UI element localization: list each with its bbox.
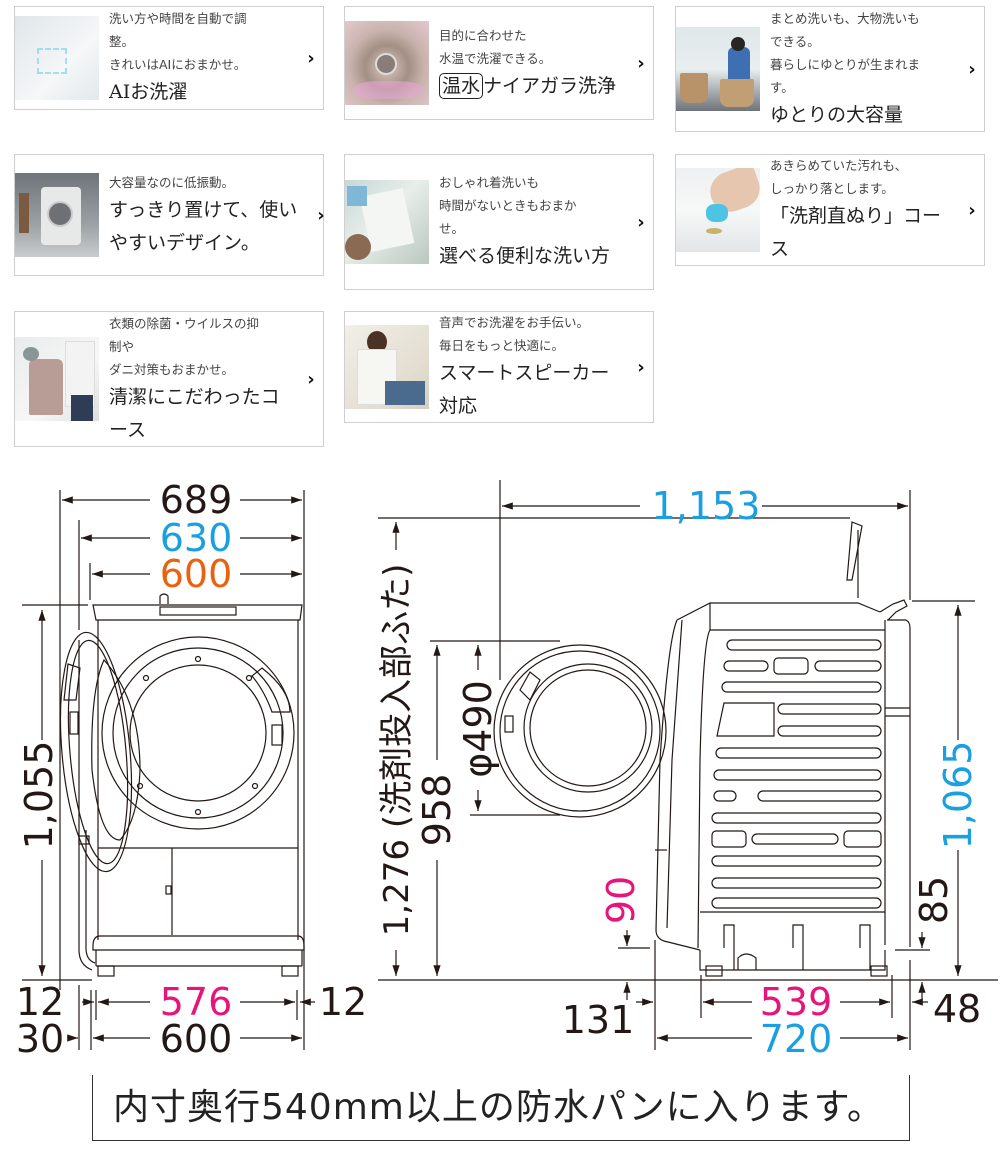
waterproof-pan-note: 内寸奥行540mm以上の防水パンに入ります。 bbox=[92, 1075, 910, 1141]
side-vents bbox=[711, 639, 882, 909]
feature-card-wash-modes[interactable]: おしゃれ着洗いも時間がないときもおまかせ。 選べる便利な洗い方 › bbox=[344, 154, 654, 290]
feature-card-niagara-wash[interactable]: 目的に合わせた水温で洗濯できる。 温水ナイアガラ洗浄 › bbox=[344, 6, 654, 120]
side-view-washer bbox=[378, 480, 998, 1050]
front-foot-left-label: 12 bbox=[16, 980, 64, 1024]
chevron-right-icon: › bbox=[968, 199, 976, 221]
front-width-total-label: 689 bbox=[160, 478, 233, 522]
front-width-inner-label: 600 bbox=[160, 552, 233, 596]
feature-title: 選べる便利な洗い方 bbox=[439, 245, 611, 267]
drum-image bbox=[345, 21, 429, 105]
feature-description: あきらめていた汚れも、しっかり落とします。 bbox=[770, 158, 908, 196]
feature-description: 洗い方や時間を自動で調整。きれいはAIにおまかせ。 bbox=[109, 11, 247, 72]
side-body-depth-label: 720 bbox=[760, 1017, 833, 1061]
feature-description: まとめ洗いも、大物洗いもできる。暮らしにゆとりが生まれます。 bbox=[770, 10, 921, 95]
chevron-right-icon: › bbox=[307, 368, 315, 390]
feature-title: スマートスピーカー対応 bbox=[439, 362, 610, 417]
ai-shirt-image bbox=[15, 16, 99, 100]
chevron-right-icon: › bbox=[637, 211, 645, 233]
feature-description: 目的に合わせた水温で洗濯できる。 bbox=[439, 27, 552, 66]
side-door-diameter-label: φ490 bbox=[456, 680, 500, 778]
side-height-body-label: 1,065 bbox=[936, 741, 980, 850]
feature-card-direct-detergent[interactable]: あきらめていた汚れも、しっかり落とします。 「洗剤直ぬり」コース › bbox=[675, 154, 985, 266]
feature-description: 衣類の除菌・ウイルスの抑制やダニ対策もおまかせ。 bbox=[109, 315, 260, 377]
coat-rack-image bbox=[15, 337, 99, 421]
chevron-right-icon: › bbox=[307, 47, 315, 69]
front-height-label: 1,055 bbox=[17, 741, 61, 850]
shirt-holding-image bbox=[345, 180, 429, 264]
feature-card-large-capacity[interactable]: まとめ洗いも、大物洗いもできる。暮らしにゆとりが生まれます。 ゆとりの大容量 › bbox=[675, 6, 985, 132]
side-rear-offset-label: 48 bbox=[933, 987, 981, 1031]
feature-title: 清潔にこだわったコース bbox=[109, 385, 280, 441]
feature-card-hygiene[interactable]: 衣類の除菌・ウイルスの抑制やダニ対策もおまかせ。 清潔にこだわったコース › bbox=[14, 311, 324, 447]
chevron-right-icon: › bbox=[968, 58, 976, 80]
front-foot-right-label: 12 bbox=[319, 980, 367, 1024]
dimension-drawing: 689 630 600 1,055 12 576 12 30 600 1,153… bbox=[16, 478, 998, 1061]
feature-description: 音声でお洗濯をお手伝い。毎日をもっと快適に。 bbox=[439, 315, 590, 353]
feature-description: おしゃれ着洗いも時間がないときもおまかせ。 bbox=[439, 175, 577, 236]
washer-room-image bbox=[15, 173, 99, 257]
front-foot-span-label: 576 bbox=[160, 980, 233, 1024]
side-depth-total-label: 1,153 bbox=[652, 484, 761, 528]
feature-card-ai-wash[interactable]: 洗い方や時間を自動で調整。きれいはAIにおまかせ。 AIお洗濯 › bbox=[14, 6, 324, 110]
chevron-right-icon: › bbox=[637, 356, 645, 378]
front-width-body-label: 630 bbox=[160, 516, 233, 560]
chevron-right-icon: › bbox=[317, 204, 325, 226]
chevron-right-icon: › bbox=[637, 52, 645, 74]
feature-card-smart-speaker[interactable]: 音声でお洗濯をお手伝い。毎日をもっと快適に。 スマートスピーカー対応 › bbox=[344, 311, 654, 423]
side-foot-span-label: 539 bbox=[760, 980, 833, 1024]
side-height-lid-label: 1,276 (洗剤投入部ふた) bbox=[377, 564, 417, 937]
front-view-washer bbox=[22, 490, 315, 1050]
detergent-image bbox=[676, 168, 760, 252]
front-base-width-label: 600 bbox=[160, 1017, 233, 1061]
feature-title: AIお洗濯 bbox=[109, 81, 188, 103]
woman-reading-image bbox=[345, 325, 429, 409]
feature-title: 温水ナイアガラ洗浄 bbox=[439, 70, 619, 103]
feature-title: すっきり置けて、使いやすいデザイン。 bbox=[109, 198, 298, 254]
laundry-baskets-image bbox=[676, 27, 760, 111]
side-door-height-label: 958 bbox=[415, 774, 459, 847]
feature-description: 大容量なのに低振動。 bbox=[109, 174, 235, 190]
feature-title: 「洗剤直ぬり」コース bbox=[770, 205, 942, 260]
side-front-offset-label: 131 bbox=[562, 998, 635, 1042]
side-rear-clearance-label: 85 bbox=[912, 876, 956, 924]
feature-card-design[interactable]: 大容量なのに低振動。 すっきり置けて、使いやすいデザイン。 › bbox=[14, 154, 325, 276]
feature-title: ゆとりの大容量 bbox=[770, 103, 904, 126]
front-hose-offset-label: 30 bbox=[16, 1017, 64, 1061]
hot-water-badge: 温水 bbox=[439, 72, 484, 99]
side-front-clearance-label: 90 bbox=[599, 876, 643, 924]
